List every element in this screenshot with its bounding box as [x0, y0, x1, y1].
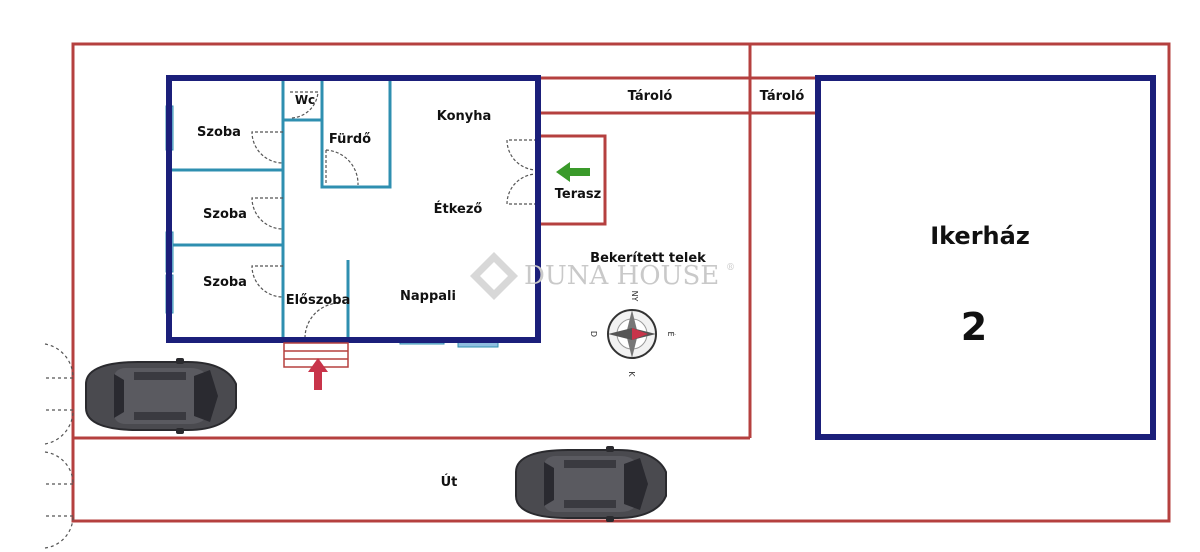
room-label-wc: Wc — [295, 93, 315, 107]
compass-south: K — [627, 371, 636, 377]
watermark-text: DUNA HOUSE — [524, 261, 719, 291]
watermark-registered: ® — [726, 263, 735, 273]
room-label-szoba-1: Szoba — [197, 125, 241, 140]
room-label-tarolo-2: Tároló — [760, 89, 805, 104]
house-outline — [166, 75, 541, 343]
plot-boundary — [71, 42, 1171, 523]
compass-east: É — [666, 331, 677, 336]
compass-icon — [607, 309, 657, 359]
room-label-szoba-2: Szoba — [203, 207, 247, 222]
car-icon-road — [515, 445, 667, 523]
room-label-nappali: Nappali — [400, 289, 456, 304]
room-label-szoba-3: Szoba — [203, 275, 247, 290]
watermark-logo — [470, 252, 518, 300]
gate-lower — [44, 451, 74, 549]
compass-north: NY — [630, 291, 639, 302]
site-label-ut: Út — [441, 474, 458, 490]
room-label-eloszoba: Előszoba — [286, 293, 351, 308]
room-label-furdo: Fürdő — [329, 132, 371, 147]
room-label-tarolo-1: Tároló — [628, 89, 673, 104]
gate-upper — [44, 343, 74, 445]
twin-house-outline — [815, 75, 1156, 440]
doors — [251, 91, 538, 339]
twin-house-label: Ikerház — [930, 222, 1030, 250]
inner-walls — [171, 80, 392, 338]
room-label-etkezo: Étkező — [434, 201, 483, 217]
room-label-konyha: Konyha — [437, 109, 492, 124]
entry-arrow-icon — [308, 358, 328, 390]
compass-west: D — [589, 331, 598, 337]
terrace-arrow-icon — [556, 162, 590, 182]
site-label-bekeritett-telek: Bekerített telek — [590, 251, 706, 266]
twin-house-number: 2 — [961, 305, 987, 349]
car-icon-parked — [85, 357, 237, 435]
room-label-terasz: Terasz — [555, 187, 601, 202]
